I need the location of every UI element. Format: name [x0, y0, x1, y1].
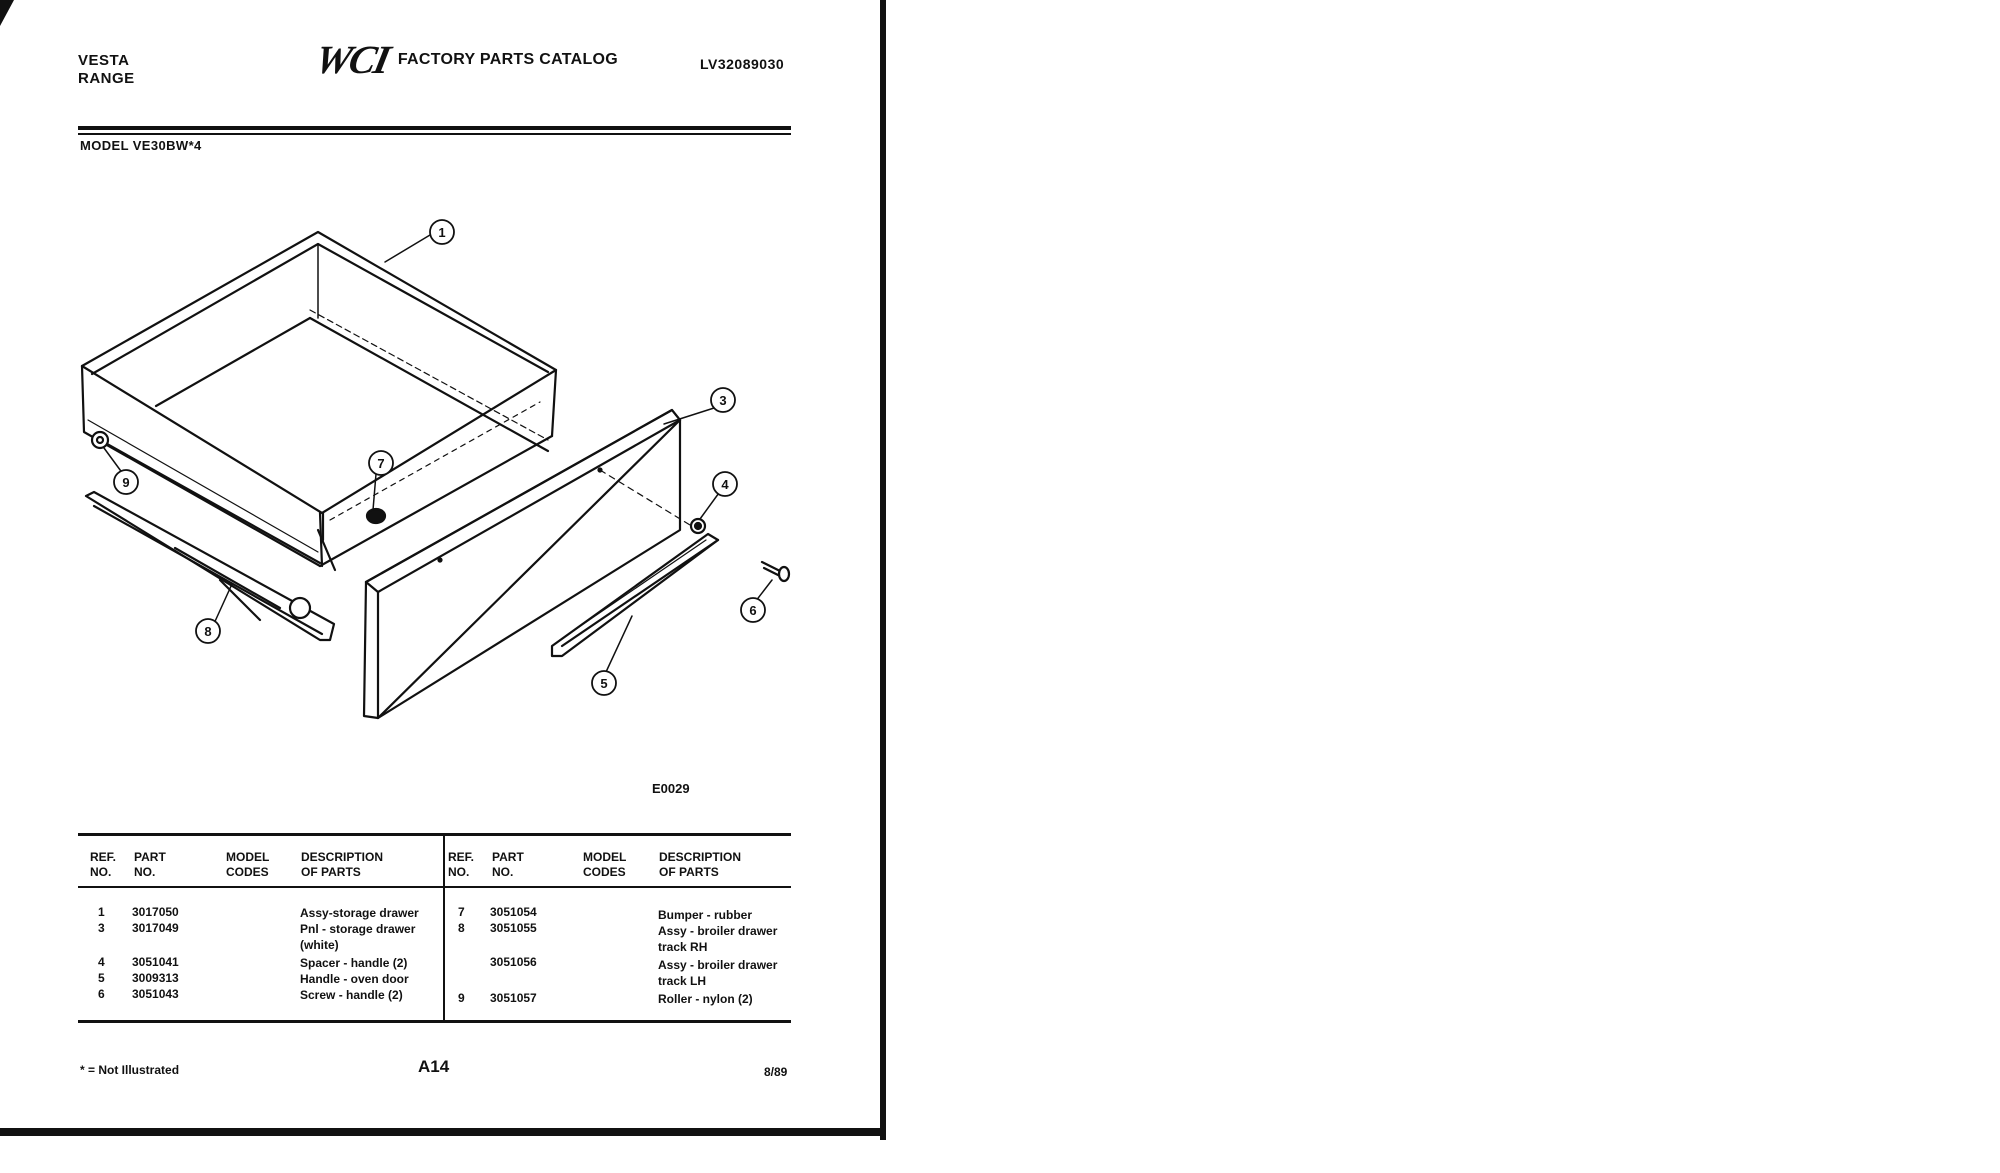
header-desc-line1: DESCRIPTION — [301, 850, 384, 864]
callout-circle-3 — [710, 387, 736, 413]
callout-label-6: 6 — [749, 603, 756, 618]
table-cell-desc: Roller - nylon (2) — [658, 992, 753, 1006]
table-cell-ref: 8 — [458, 921, 465, 935]
header-model-codes-right: MODEL CODES — [583, 850, 626, 880]
brand-block: VESTA RANGE — [78, 52, 135, 88]
table-cell-ref: 4 — [98, 955, 105, 969]
table-header-rule — [78, 886, 791, 888]
figure-code: E0029 — [652, 781, 690, 796]
table-cell-ref: 1 — [98, 905, 105, 919]
callout-label-4: 4 — [721, 477, 729, 492]
callout-circle-4 — [712, 471, 738, 497]
callout-label-9: 9 — [122, 475, 129, 490]
table-cell-part: 3017049 — [132, 921, 179, 935]
header-part-line1: PART — [134, 850, 166, 864]
callout-circle-1 — [429, 219, 455, 245]
header-model-line1: MODEL — [226, 850, 270, 864]
model-number: MODEL VE30BW*4 — [80, 138, 202, 153]
catalog-header: WCI FACTORY PARTS CATALOG — [311, 37, 619, 82]
scan-corner-mark — [0, 0, 14, 26]
header-part-line2: NO. — [134, 865, 156, 879]
storage-drawer-drawing — [80, 230, 558, 572]
scan-bottom-edge — [0, 1128, 886, 1136]
table-cell-part: 3009313 — [132, 971, 179, 985]
table-top-rule — [78, 833, 791, 836]
table-bottom-rule — [78, 1020, 791, 1023]
callout-label-7: 7 — [377, 456, 384, 471]
table-column-divider — [443, 836, 445, 1020]
table-cell-part: 3051041 — [132, 955, 179, 969]
not-illustrated-footnote: * = Not Illustrated — [80, 1063, 180, 1077]
exploded-parts-diagram: 1 3 4 5 6 7 8 9 — [80, 219, 791, 720]
table-cell-part: 3051057 — [490, 991, 537, 1005]
page-number: A14 — [418, 1057, 450, 1076]
table-cell-part: 3017050 — [132, 905, 179, 919]
header-rule-thick — [78, 126, 791, 130]
table-cell-desc: Pnl - storage drawer — [300, 922, 416, 936]
storage-drawer-panel-drawing — [362, 408, 691, 720]
callout-circle-8 — [195, 618, 221, 644]
table-cell-desc: Handle - oven door — [300, 972, 409, 986]
header-ref-line1-right: REF. — [448, 850, 475, 864]
header-part-no-right: PART NO. — [492, 850, 524, 880]
brand-name: VESTA — [78, 52, 130, 69]
table-cell-part: 3051043 — [132, 987, 179, 1001]
table-cell-part: 3051056 — [490, 955, 537, 969]
table-cell-desc-cont: track LH — [658, 974, 707, 988]
header-ref-no-right: REF. NO. — [448, 850, 474, 880]
table-cell-desc-cont: track RH — [658, 940, 708, 954]
callout-label-5: 5 — [600, 676, 607, 691]
header-model-line2: CODES — [226, 865, 269, 879]
header-description: DESCRIPTION OF PARTS — [301, 850, 383, 880]
header-desc-line2-right: OF PARTS — [659, 865, 719, 879]
catalog-title: FACTORY PARTS CATALOG — [397, 51, 619, 68]
header-desc-line2: OF PARTS — [301, 865, 361, 879]
table-cell-part: 3051055 — [490, 921, 537, 935]
table-cell-desc: Assy - broiler drawer — [658, 958, 778, 972]
header-description-right: DESCRIPTION OF PARTS — [659, 850, 741, 880]
header-part-no: PART NO. — [134, 850, 166, 880]
callout-label-1: 1 — [438, 225, 445, 240]
header-model-line2-right: CODES — [583, 865, 626, 879]
header-ref-no: REF. NO. — [90, 850, 116, 880]
broiler-drawer-track-drawing — [84, 490, 336, 642]
callout-circle-6 — [740, 597, 766, 623]
catalog-date: 8/89 — [764, 1065, 788, 1079]
table-cell-ref: 9 — [458, 991, 465, 1005]
table-cell-desc-cont: (white) — [300, 938, 339, 952]
table-cell-desc: Screw - handle (2) — [300, 988, 403, 1002]
table-cell-ref: 5 — [98, 971, 105, 985]
rubber-bumper-drawing — [365, 507, 387, 525]
header-ref-line2-right: NO. — [448, 865, 470, 879]
handle-screw-drawing — [760, 560, 791, 583]
table-cell-desc: Assy - broiler drawer — [658, 924, 778, 938]
callout-circle-9 — [113, 469, 139, 495]
table-cell-ref: 7 — [458, 905, 465, 919]
callout-label-3: 3 — [719, 393, 726, 408]
table-cell-desc: Spacer - handle (2) — [300, 956, 408, 970]
callout-circle-5 — [591, 670, 617, 696]
header-ref-line1: REF. — [90, 850, 117, 864]
header-part-line2-right: NO. — [492, 865, 514, 879]
catalog-number: LV32089030 — [700, 56, 785, 72]
table-cell-part: 3051054 — [490, 905, 537, 919]
table-cell-ref: 3 — [98, 921, 105, 935]
header-ref-line2: NO. — [90, 865, 112, 879]
header-model-line1-right: MODEL — [583, 850, 627, 864]
callout-markers — [113, 219, 766, 696]
table-cell-desc: Assy-storage drawer — [300, 906, 419, 920]
callout-circle-7 — [368, 450, 394, 476]
handle-spacer-drawing — [689, 517, 707, 535]
table-cell-ref: 6 — [98, 987, 105, 1001]
product-type: RANGE — [78, 70, 135, 87]
header-desc-line1-right: DESCRIPTION — [659, 850, 742, 864]
header-rule-thin — [78, 133, 791, 135]
header-model-codes: MODEL CODES — [226, 850, 269, 880]
header-part-line1-right: PART — [492, 850, 524, 864]
table-cell-desc: Bumper - rubber — [658, 908, 753, 922]
callout-label-8: 8 — [204, 624, 211, 639]
oven-door-handle-drawing — [550, 532, 720, 658]
